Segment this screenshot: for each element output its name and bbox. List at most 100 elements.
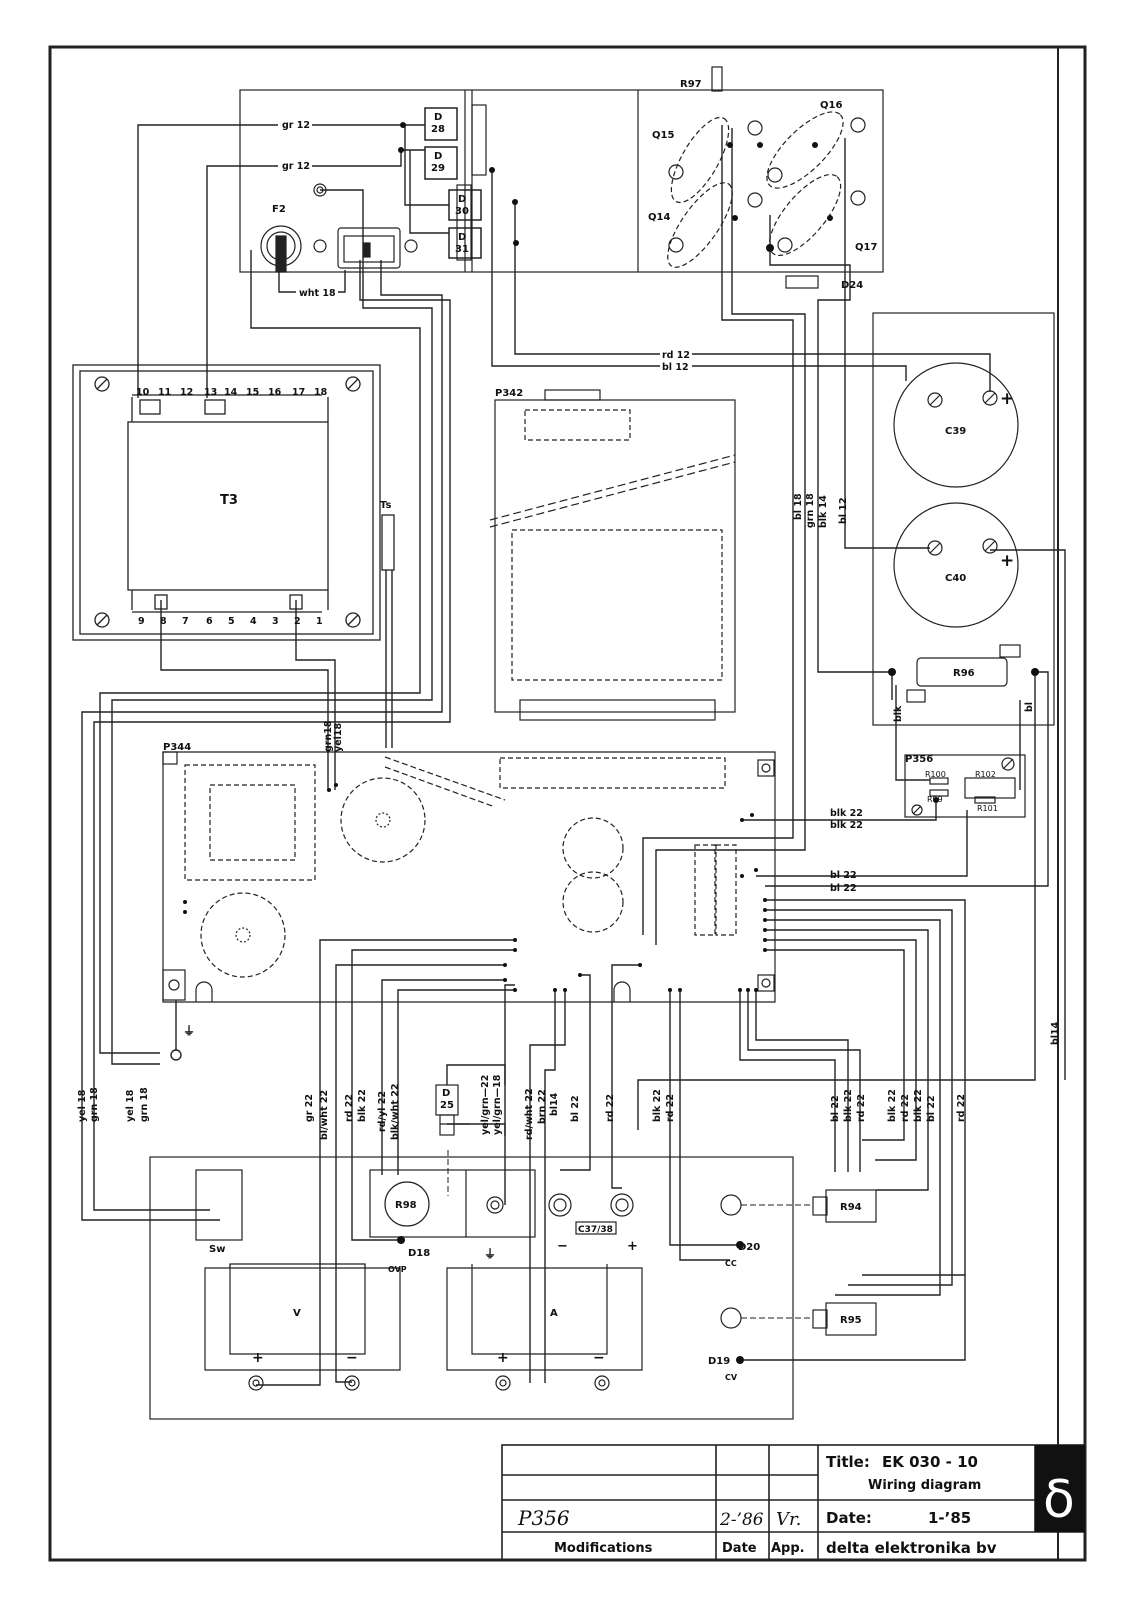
board-p342	[489, 389, 736, 721]
wire-mid2-0: rd/wht 22	[524, 1088, 535, 1140]
label-q16: Q16	[820, 100, 842, 111]
label-d19: D19	[708, 1356, 730, 1367]
title-subtitle: Wiring diagram	[868, 1478, 981, 1493]
modification-approval: Vr.	[776, 1509, 801, 1530]
wire-mid-1: bl/wht 22	[319, 1090, 330, 1140]
pin-5: 5	[228, 616, 235, 627]
label-c3738: C37/38	[578, 1225, 613, 1235]
label-d30-b: 30	[455, 206, 469, 217]
wire-bl12-v: bl 12	[838, 497, 849, 524]
logo-box	[1035, 1445, 1085, 1532]
label-t3: T3	[220, 493, 238, 508]
column-modifications: Modifications	[554, 1541, 653, 1556]
label-d28-b: 28	[431, 124, 445, 135]
transformer-t3	[72, 364, 395, 641]
label-c40: C40	[945, 573, 966, 584]
wire-blk22-a: blk 22	[830, 808, 863, 819]
wiring	[81, 124, 1066, 1386]
wire-right-1: blk 22	[843, 1089, 854, 1122]
label-q17: Q17	[855, 242, 877, 253]
label-d24: D24	[841, 280, 863, 291]
pin-10: 10	[136, 387, 150, 398]
label-d20: D20	[738, 1242, 760, 1253]
label-sw: Sw	[209, 1244, 225, 1255]
pin-6: 6	[206, 616, 213, 627]
wire-mid2-1: brn 22	[537, 1089, 548, 1124]
wire-right-3: blk 22	[887, 1089, 898, 1122]
label-cc: CC	[725, 1259, 737, 1268]
wire-bl-r96: bl	[1024, 702, 1035, 712]
wire-mid2-6: rd 22	[665, 1094, 676, 1122]
label-d29-a: D	[434, 151, 442, 162]
column-app: App.	[771, 1541, 805, 1556]
label-r97: R97	[680, 79, 702, 90]
label-p342: P342	[495, 388, 523, 399]
label-r94: R94	[840, 1202, 862, 1213]
pin-1: 1	[316, 616, 323, 627]
wire-wht18: wht 18	[299, 288, 336, 299]
wire-right-2: rd 22	[856, 1094, 867, 1122]
wire-right-4: rd 22	[900, 1094, 911, 1122]
wire-mid2-3: bl 22	[570, 1095, 581, 1122]
wire-mid-5: blk/wht 22	[390, 1084, 401, 1140]
wire-mid-4: rd/yl 22	[377, 1091, 388, 1132]
transformer-pins: 10 11 12 13 14 15 16 17 18 9 8 7 6 5 4 3…	[136, 387, 328, 627]
wire-right-5: blk 22	[913, 1089, 924, 1122]
title-label: Title:	[826, 1453, 870, 1471]
pin-18: 18	[314, 387, 328, 398]
label-a-meter: A	[550, 1308, 558, 1319]
label-r96: R96	[953, 668, 975, 679]
pin-7: 7	[182, 616, 189, 627]
pin-4: 4	[250, 616, 257, 627]
wire-bl22-b: bl 22	[830, 883, 857, 894]
capacitor-board	[872, 312, 1055, 726]
wire-blk-r96: blk	[893, 705, 904, 722]
label-r101: R101	[977, 804, 998, 813]
wire-bl22-a: bl 22	[830, 870, 857, 881]
label-d31-b: 31	[455, 244, 469, 255]
pin-2: 2	[294, 616, 301, 627]
label-r95: R95	[840, 1315, 862, 1326]
wire-mid-0: gr 22	[304, 1094, 315, 1122]
pin-11: 11	[158, 387, 171, 398]
wire-mid2-4: rd 22	[605, 1094, 616, 1122]
wire-d25-0: yel/grn—22	[480, 1075, 491, 1135]
svg-text:+: +	[1000, 551, 1014, 571]
label-d30-a: D	[458, 194, 466, 205]
wire-left-0: yel 18	[77, 1089, 88, 1122]
pin-16: 16	[268, 387, 282, 398]
wire-bl14-r: bl14	[1050, 1021, 1061, 1045]
title-block: δ Title: EK 030 - 10 Wiring diagram Date…	[501, 1444, 1086, 1561]
modification-date: 2-’86	[719, 1510, 764, 1530]
label-d28-a: D	[434, 112, 442, 123]
label-r102: R102	[975, 770, 996, 779]
wire-bl12: bl 12	[662, 362, 689, 373]
wire-left-1: grn 18	[89, 1087, 100, 1122]
label-f2: F2	[272, 204, 286, 215]
wire-mid2-2: bl14	[549, 1092, 560, 1116]
front-panel	[149, 1084, 877, 1420]
wire-mid-2: rd 22	[344, 1094, 355, 1122]
polarity-marks: + + + − + − − + ⏚ ⏚	[183, 389, 1014, 1366]
svg-text:+: +	[1000, 389, 1014, 409]
wire-bl18: bl 18	[793, 493, 804, 520]
date-label: Date:	[826, 1509, 872, 1527]
wire-left-3: grn 18	[139, 1087, 150, 1122]
wire-gr12-a: gr 12	[282, 120, 310, 131]
company-name: delta elektronika bv	[826, 1539, 997, 1557]
label-d25-b: 25	[440, 1100, 454, 1111]
wire-grn18-t: grn18	[323, 720, 334, 752]
wire-d25-1: yel/grn—18	[492, 1074, 503, 1135]
wire-grn18: grn 18	[805, 493, 816, 528]
svg-text:−: −	[346, 1350, 358, 1366]
label-ovp: OVP	[388, 1265, 407, 1274]
wire-mid2-5: blk 22	[652, 1089, 663, 1122]
title-value: EK 030 - 10	[882, 1453, 978, 1471]
label-cv: CV	[725, 1373, 738, 1382]
svg-text:⏚: ⏚	[183, 1024, 195, 1038]
board-p356	[904, 754, 1026, 818]
svg-text:+: +	[252, 1350, 264, 1366]
date-value: 1-’85	[928, 1509, 971, 1527]
label-v-meter: V	[293, 1308, 301, 1319]
